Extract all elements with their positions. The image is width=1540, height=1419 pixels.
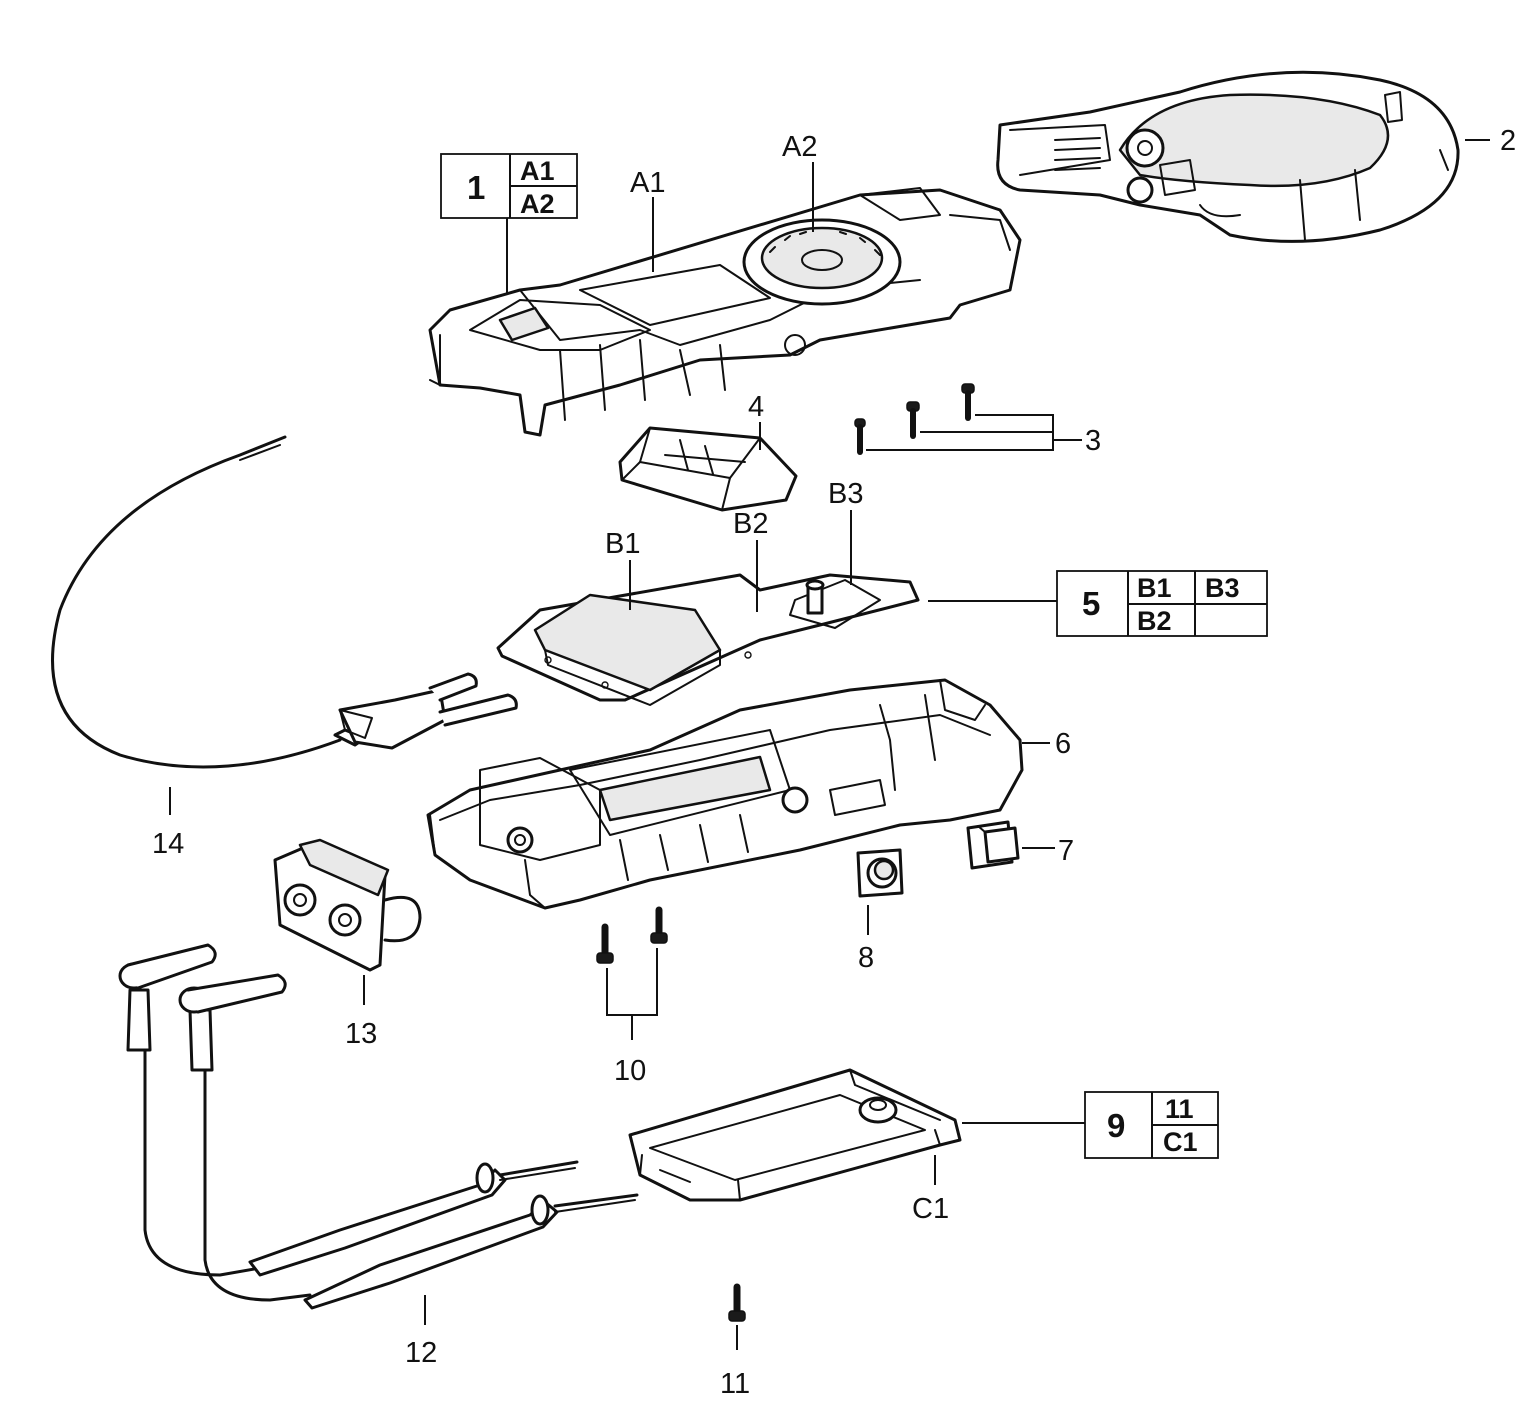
- display-insert: [618, 426, 798, 512]
- callout-2: 2: [1500, 125, 1516, 157]
- svg-text:1: 1: [467, 169, 485, 206]
- callout-A2: A2: [782, 131, 817, 163]
- battery-cover: [628, 1068, 962, 1202]
- svg-text:B2: B2: [1137, 606, 1172, 636]
- svg-text:11: 11: [1165, 1094, 1194, 1124]
- callout-7: 7: [1058, 835, 1074, 867]
- callout-13: 13: [345, 1018, 377, 1050]
- top-housing: [428, 187, 1022, 437]
- svg-text:B3: B3: [1205, 573, 1240, 603]
- svg-text:C1: C1: [1163, 1127, 1198, 1157]
- callout-B2: B2: [733, 508, 768, 540]
- svg-text:9: 9: [1107, 1107, 1125, 1144]
- screws-10: [596, 906, 668, 964]
- svg-text:5: 5: [1082, 585, 1100, 622]
- group-box-9: 9 11 C1: [1084, 1091, 1219, 1159]
- group-box-1: 1 A1 A2: [440, 153, 578, 219]
- callout-14: 14: [152, 828, 184, 860]
- callout-11: 11: [720, 1368, 750, 1400]
- clamp-jaw: [996, 70, 1460, 243]
- group-box-5: 5 B1 B3 B2: [1056, 570, 1268, 637]
- screws-3: [854, 383, 975, 455]
- svg-text:A1: A1: [520, 156, 555, 186]
- circuit-board: [496, 573, 920, 706]
- callout-B3: B3: [828, 478, 863, 510]
- callout-A1: A1: [630, 167, 665, 199]
- test-leads: [118, 943, 639, 1310]
- round-button: [856, 848, 904, 898]
- callout-10: 10: [614, 1055, 646, 1087]
- jack-module: [273, 838, 422, 972]
- svg-text:A2: A2: [520, 189, 555, 219]
- svg-text:B1: B1: [1137, 573, 1172, 603]
- screw-11: [728, 1283, 746, 1322]
- callout-3: 3: [1085, 425, 1101, 457]
- bottom-housing: [426, 678, 1024, 910]
- callout-8: 8: [858, 942, 874, 974]
- callout-B1: B1: [605, 528, 640, 560]
- thermocouple-wire: [51, 435, 518, 769]
- callout-6: 6: [1055, 728, 1071, 760]
- switch-button: [966, 820, 1020, 870]
- callout-12: 12: [405, 1337, 437, 1369]
- callout-C1: C1: [912, 1193, 949, 1225]
- callout-4: 4: [748, 391, 764, 423]
